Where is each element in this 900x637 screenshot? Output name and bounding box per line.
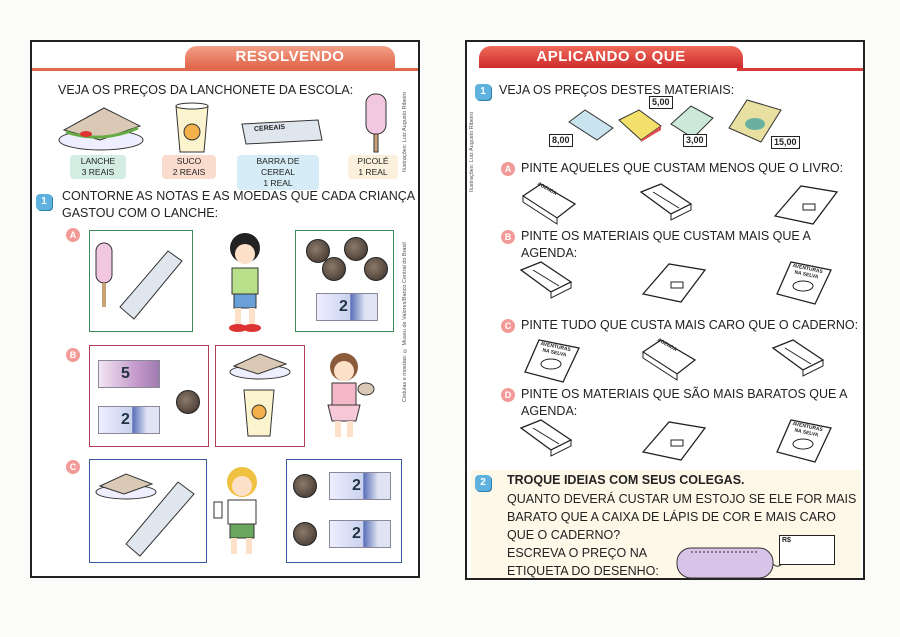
coin[interactable] [293,474,317,498]
coin[interactable] [364,257,388,281]
coin[interactable] [176,390,200,414]
snack-box-c[interactable] [89,459,207,563]
colorable-caderno-icon[interactable] [639,260,709,306]
task-instruction: PINTE OS MATERIAIS QUE CUSTAM MAIS QUE A… [521,228,811,262]
illustration-credit: Ilustrações: Luiz Augusto Ribeiro [402,91,408,172]
task-line: AGENDA: [521,404,578,418]
banknote[interactable]: 2 [316,293,378,321]
colorable-livro-icon[interactable] [771,260,841,306]
cereal-bar-icon [119,250,183,320]
sandwich-icon [95,473,157,500]
pencil-case-illustration [676,547,786,579]
money-box-b[interactable]: 5 2 [89,345,209,447]
child-boy-a [229,233,261,332]
task-line: PINTE AQUELES QUE CUSTAM MENOS QUE O LIV… [521,161,844,175]
snack-box-a[interactable] [89,230,193,332]
coin[interactable] [293,522,317,546]
cereal-bar-illustration [241,119,323,145]
banknote[interactable]: 2 [98,406,160,434]
price-tag-input[interactable]: R$ [779,535,835,565]
money-box-a[interactable]: 2 [295,230,394,332]
popsicle-illustration [365,93,387,153]
pencil-box-illustration [618,109,662,142]
child-boy-c [213,467,257,554]
sandwich-icon [229,353,291,380]
task-line: AGENDA: [521,246,578,260]
popsicle-icon [95,242,113,307]
price-tag-lapis: 5,00 [649,96,673,109]
banknote[interactable]: 2 [329,520,391,548]
section-header-right: APLICANDO O QUE APRENDEMOS [479,46,743,87]
row-letter-a: A [66,228,80,242]
task-line: PINTE TUDO QUE CUSTA MAIS CARO QUE O CAD… [521,318,859,332]
price-tag-agenda: 8,00 [549,134,573,147]
section-header-left: RESOLVENDO PROBLEMAS [185,46,395,87]
price-tag-livro: 15,00 [771,136,800,149]
colorable-caderno-icon[interactable] [771,182,841,228]
colorable-lapis-icon[interactable] [519,260,589,306]
header-rule [32,68,418,71]
sandwich-illustration [58,107,144,151]
juice-illustration [175,102,209,153]
question-text: VEJA OS PREÇOS DESTES MATERIAIS: [499,83,735,97]
task-line: PINTE OS MATERIAIS QUE CUSTAM MAIS QUE A [521,229,811,243]
cereal-bar-icon [125,481,195,557]
task-letter-b: B [501,230,515,244]
agenda-illustration [568,109,614,141]
money-box-c[interactable]: 2 2 [286,459,402,563]
coin[interactable] [322,257,346,281]
money-credit: Cédulas e moedas: © Museu de Valores/Ban… [402,242,408,402]
intro-text: VEJA OS PREÇOS DA LANCHONETE DA ESCOLA: [58,83,354,97]
task-instruction: PINTE TUDO QUE CUSTA MAIS CARO QUE O CAD… [521,317,858,334]
row-letter-b: B [66,348,80,362]
juice-icon [243,389,275,437]
question-text: CONTORNE AS NOTAS E AS MOEDAS QUE CADA C… [62,189,416,220]
task-letter-c: C [501,319,515,333]
left-page: RESOLVENDO PROBLEMAS VEJA OS PREÇOS DA L… [30,40,420,578]
task-line: PINTE OS MATERIAIS QUE SÃO MAIS BARATOS … [521,387,848,401]
colorable-livro-icon[interactable] [771,418,841,464]
question-number-badge: 1 [475,84,491,100]
colorable-lapis-icon[interactable] [639,182,709,228]
banknote[interactable]: 2 [329,472,391,500]
header-rule [737,68,863,71]
child-girl-b [327,353,375,437]
notebook-illustration [670,105,714,139]
q2-title: TROQUE IDEIAS COM SEUS COLEGAS. [507,473,745,487]
colorable-livro-icon[interactable] [519,338,589,384]
question-number-badge: 1 [36,194,52,210]
colorable-agenda-icon[interactable] [519,182,589,228]
coin[interactable] [344,237,368,261]
illustration-credit: Ilustrações: Luiz Augusto Ribeiro [469,111,475,192]
task-instruction: PINTE OS MATERIAIS QUE SÃO MAIS BARATOS … [521,386,847,420]
q2-question: QUANTO DEVERÁ CUSTAR UM ESTOJO SE ELE FO… [507,492,857,578]
snack-box-b[interactable] [215,345,305,447]
colorable-lapis-icon[interactable] [519,418,589,464]
book-illustration [728,99,782,143]
question-number-badge: 2 [475,475,491,491]
task-letter-a: A [501,162,515,176]
task-instruction: PINTE AQUELES QUE CUSTAM MENOS QUE O LIV… [521,160,843,177]
colorable-agenda-icon[interactable] [639,338,709,384]
banknote[interactable]: 5 [98,360,160,388]
right-page: APLICANDO O QUE APRENDEMOS Ilustrações: … [465,40,865,580]
row-letter-c: C [66,460,80,474]
colorable-lapis-icon[interactable] [771,338,841,384]
task-letter-d: D [501,388,515,402]
colorable-caderno-icon[interactable] [639,418,709,464]
price-tag-caderno: 3,00 [683,134,707,147]
